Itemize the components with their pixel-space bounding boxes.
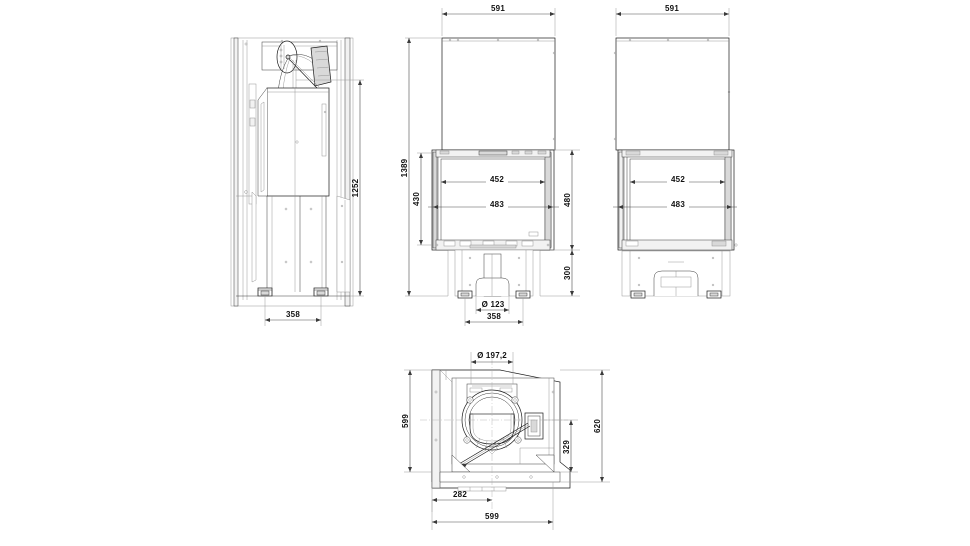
- dim-front-base-width: 358: [487, 312, 501, 321]
- front-view: 591 1389 430 480 300 452: [400, 4, 580, 326]
- dim-front-base-height: 300: [563, 266, 572, 280]
- dim-front-width: 591: [491, 4, 505, 13]
- dim-front-flue-diameter: Ø 123: [482, 300, 505, 309]
- dim-plan-width: 599: [485, 512, 499, 521]
- dim-rear-glass-width-outer: 483: [671, 200, 685, 209]
- dim-plan-offset: 329: [562, 440, 571, 454]
- dim-side-height: 1252: [351, 178, 360, 197]
- dim-front-glass-width-outer: 483: [490, 200, 504, 209]
- side-section-view: 1252 358: [230, 37, 364, 326]
- dim-plan-flue-diameter: Ø 197,2: [477, 351, 507, 360]
- dim-plan-depth-left: 599: [401, 414, 410, 428]
- dim-rear-width: 591: [665, 4, 679, 13]
- dim-front-total-height: 1389: [400, 158, 409, 177]
- dim-front-opening-height: 480: [563, 193, 572, 207]
- dim-front-glass-width-inner: 452: [490, 175, 504, 184]
- plan-view: Ø 197,2 599 620 329 282 599: [401, 351, 610, 530]
- rear-view: 591 452 483: [613, 4, 738, 299]
- dim-side-depth: 358: [286, 310, 300, 319]
- dim-plan-center-offset: 282: [453, 490, 467, 499]
- dim-plan-depth-right: 620: [593, 419, 602, 433]
- dim-rear-glass-width-inner: 452: [671, 175, 685, 184]
- dim-front-glass-height: 430: [412, 192, 421, 206]
